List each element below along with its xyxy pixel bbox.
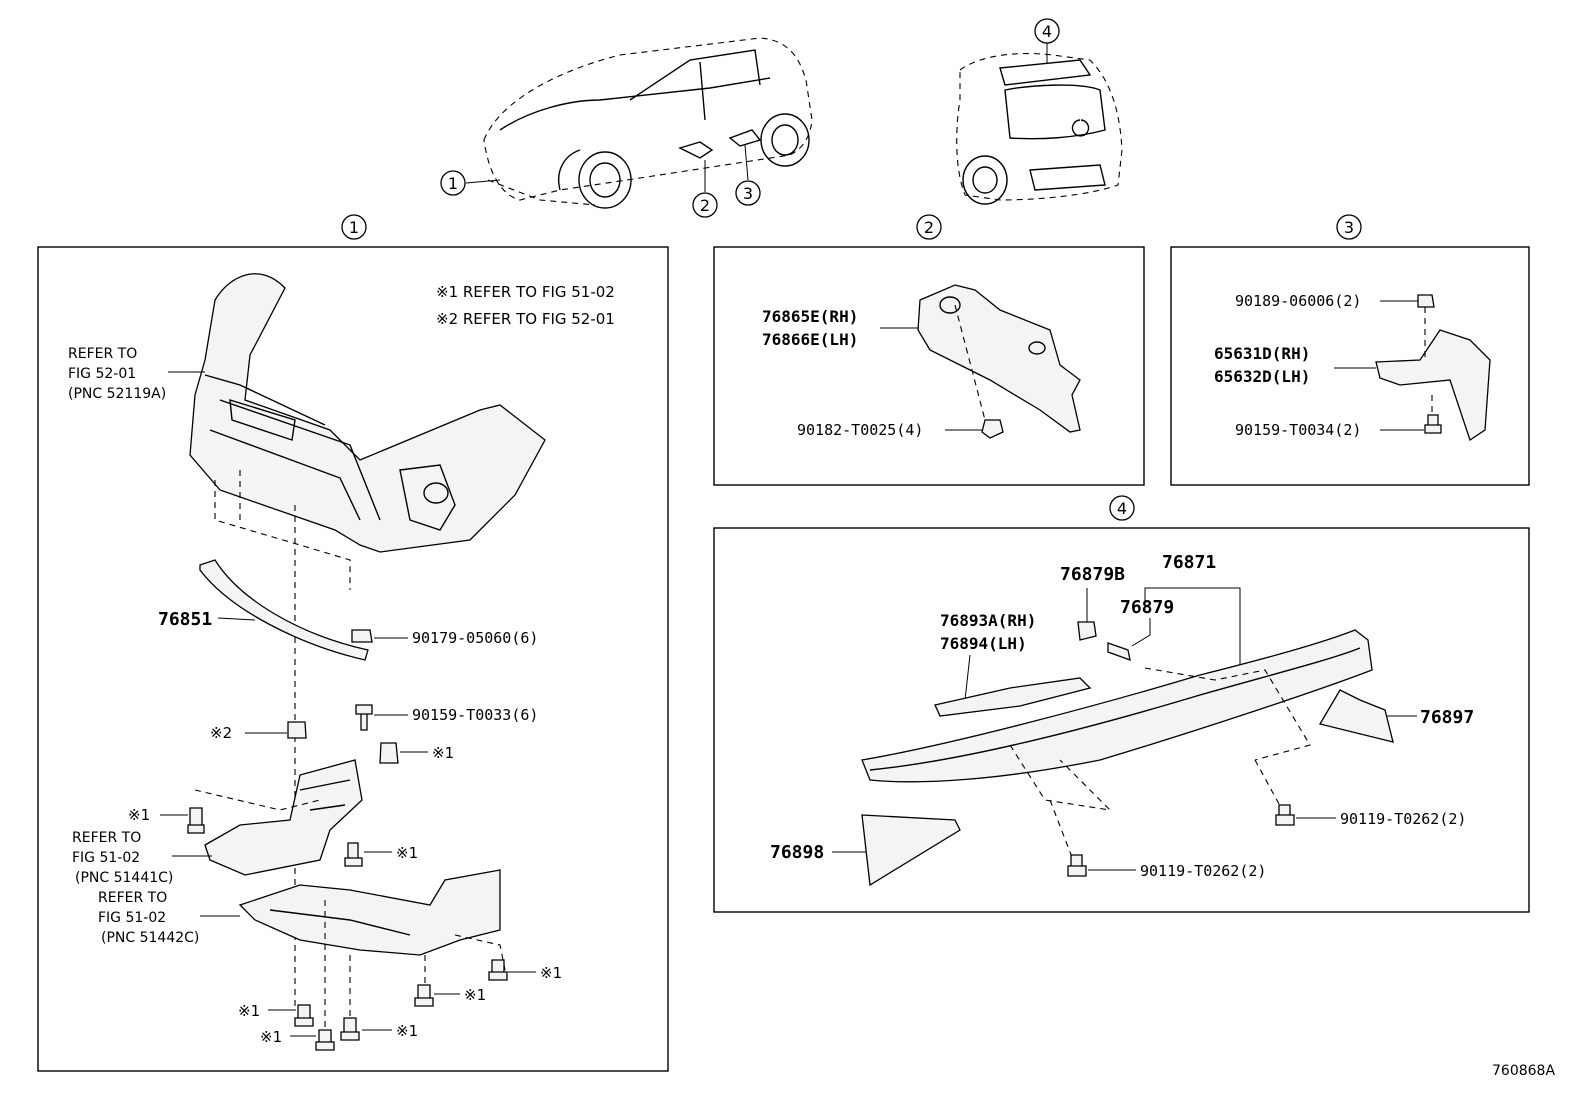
svg-text:2: 2 xyxy=(700,196,710,215)
clip-mark2 xyxy=(287,721,307,739)
svg-text:3: 3 xyxy=(743,184,753,203)
label-65631d: 65631D(RH) xyxy=(1214,344,1310,363)
panel-3: 3 90189-06006(2) 65631D(RH) 65632D(LH) 9… xyxy=(1170,214,1530,486)
ref-c-line1: REFER TO xyxy=(98,890,167,906)
ref-b-line3: (PNC 51441C) xyxy=(75,870,173,886)
panel-3-frame xyxy=(1170,246,1530,486)
label-76851: 76851 xyxy=(158,609,212,630)
label-90182: 90182-T0025(4) xyxy=(797,421,923,439)
label-76897: 76897 xyxy=(1420,707,1474,728)
svg-text:1: 1 xyxy=(448,174,458,193)
svg-text:4: 4 xyxy=(1042,22,1052,41)
ref-a-line1: REFER TO xyxy=(68,346,137,362)
car-rear-overview xyxy=(956,52,1123,205)
bolt-90119-b xyxy=(1067,854,1087,877)
label-90179: 90179-05060(6) xyxy=(412,629,538,647)
mudguard-65631d xyxy=(1375,329,1491,442)
figure-id: 760868A xyxy=(1492,1063,1555,1079)
bracket-76865e xyxy=(917,284,1081,433)
ref-c-line2: FIG 51-02 xyxy=(98,910,166,926)
label-76879: 76879 xyxy=(1120,597,1174,618)
label-90159-t0034: 90159-T0034(2) xyxy=(1235,421,1361,439)
mark-1-g: ※1 xyxy=(396,1022,418,1040)
screw-90159-t0034 xyxy=(1424,414,1442,434)
callout-overview-1: 1 xyxy=(440,170,501,196)
label-90159: 90159-T0033(6) xyxy=(412,706,538,724)
ref-a-line3: (PNC 52119A) xyxy=(68,386,166,402)
cover-76898 xyxy=(861,814,961,887)
bumper-cover xyxy=(189,273,546,553)
ref-b-line2: FIG 51-02 xyxy=(72,850,140,866)
bolt-mark1-c xyxy=(344,842,363,867)
clip-90179 xyxy=(351,629,373,643)
clip-76879b xyxy=(1077,621,1097,641)
note-2: ※2 REFER TO FIG 52-01 xyxy=(436,310,615,328)
mark-1-a: ※1 xyxy=(432,744,454,762)
label-76894: 76894(LH) xyxy=(940,634,1027,653)
clip-90182 xyxy=(981,419,1004,439)
mark-2: ※2 xyxy=(210,724,232,742)
screw-90159 xyxy=(355,704,373,731)
ref-c-line3: (PNC 51442C) xyxy=(101,930,199,946)
label-76871: 76871 xyxy=(1162,552,1216,573)
bolt-mark1-g xyxy=(340,1017,360,1041)
mark-1-b: ※1 xyxy=(128,806,150,824)
ref-b-line1: REFER TO xyxy=(72,830,141,846)
svg-text:2: 2 xyxy=(924,218,934,237)
label-65632d: 65632D(LH) xyxy=(1214,367,1310,386)
spoiler-76871 xyxy=(861,629,1373,783)
under-cover-51441c xyxy=(204,759,363,876)
clip-mark1-a xyxy=(379,742,399,764)
mark-1-e: ※1 xyxy=(464,986,486,1004)
label-76893a: 76893A(RH) xyxy=(940,611,1036,630)
seal-76893a xyxy=(934,677,1092,717)
label-76866e: 76866E(LH) xyxy=(762,330,858,349)
label-90189: 90189-06006(2) xyxy=(1235,292,1361,310)
bolt-mark1-b xyxy=(187,807,205,834)
note-1: ※1 REFER TO FIG 51-02 xyxy=(436,283,615,301)
panel-1: 1 ※1 REFER TO FIG 51-02 ※2 REFER TO FIG … xyxy=(37,214,669,1072)
panel-4: 4 76871 76879B 76879 76893A(RH) 76894(LH… xyxy=(713,495,1530,913)
panel-4-frame xyxy=(713,527,1530,913)
callout-overview-3: 3 xyxy=(735,144,761,206)
label-76879b: 76879B xyxy=(1060,564,1125,585)
panel-2: 2 76865E(RH) 76866E(LH) 90182-T0025(4) xyxy=(713,214,1145,486)
callout-overview-2: 2 xyxy=(692,160,718,218)
label-90119-b: 90119-T0262(2) xyxy=(1140,862,1266,880)
label-76898: 76898 xyxy=(770,842,824,863)
mark-1-f: ※1 xyxy=(238,1002,260,1020)
svg-text:1: 1 xyxy=(349,218,359,237)
mark-1-c: ※1 xyxy=(396,844,418,862)
pin-76879 xyxy=(1107,642,1131,662)
panel-1-callout xyxy=(341,214,367,240)
mark-1-d: ※1 xyxy=(540,964,562,982)
bolt-mark1-e xyxy=(414,984,434,1007)
strip-76851 xyxy=(199,559,369,661)
bolt-mark1-f xyxy=(294,1004,314,1027)
panel-2-frame xyxy=(713,246,1145,486)
bolt-90119-a xyxy=(1275,804,1295,826)
car-front-overview xyxy=(483,37,813,209)
label-90119-a: 90119-T0262(2) xyxy=(1340,810,1466,828)
mark-1-h: ※1 xyxy=(260,1028,282,1046)
ref-a-line2: FIG 52-01 xyxy=(68,366,136,382)
label-76865e: 76865E(RH) xyxy=(762,307,858,326)
svg-text:4: 4 xyxy=(1117,499,1127,518)
bolt-mark1-d xyxy=(488,959,508,981)
clip-90189 xyxy=(1417,294,1435,308)
svg-text:3: 3 xyxy=(1344,218,1354,237)
bolt-mark1-h xyxy=(315,1029,335,1051)
under-cover-51442c xyxy=(238,869,501,956)
panel-1-frame xyxy=(37,246,669,1072)
cover-76897 xyxy=(1318,689,1394,743)
callout-overview-4: 4 xyxy=(1034,18,1060,64)
